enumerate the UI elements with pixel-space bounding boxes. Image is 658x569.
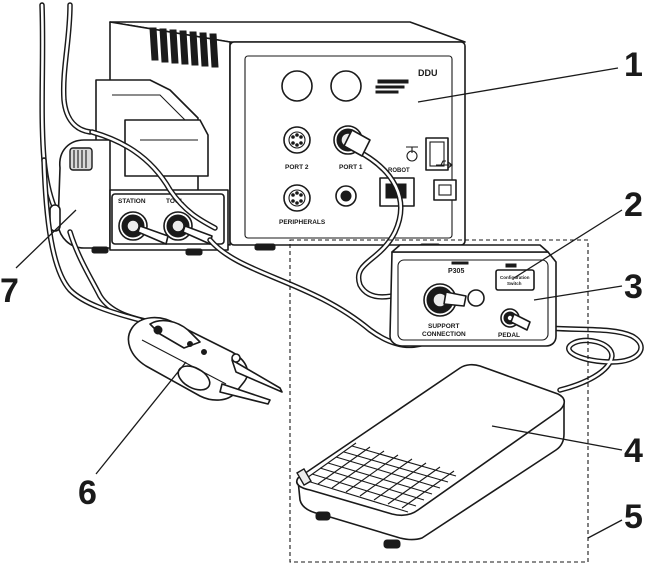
peripherals-label: PERIPHERALS — [279, 219, 326, 226]
handpiece — [127, 316, 283, 405]
p305-module: P305 Configuration Switch SUPPORT CONNEC… — [389, 244, 557, 347]
callout-4: 4 — [624, 432, 643, 470]
robot-label: ROBOT — [388, 168, 410, 174]
support-label-line2: CONNECTION — [422, 331, 466, 338]
tool-label: TOOL — [166, 198, 184, 205]
support-label-line1: SUPPORT — [428, 323, 459, 330]
stand-knob — [69, 147, 93, 171]
port-2-connector — [283, 126, 311, 154]
callout-leaders — [15, 67, 623, 539]
station-label: STATION — [118, 198, 146, 205]
callout-2: 2 — [624, 186, 643, 224]
interconnect-cables — [41, 129, 644, 393]
usb-port — [433, 179, 457, 201]
port-2-label: PORT 2 — [285, 164, 309, 171]
usb-icon — [436, 160, 453, 169]
foot-pedal — [295, 363, 566, 549]
callout-3: 3 — [624, 268, 643, 306]
kit-boundary — [289, 239, 589, 563]
vent-slots — [149, 27, 219, 68]
configuration-switch — [495, 269, 535, 291]
callout-5: 5 — [624, 498, 643, 536]
port-1-label: PORT 1 — [339, 164, 363, 171]
callout-6: 6 — [78, 474, 97, 512]
peripherals-connector — [283, 184, 311, 212]
config-switch-line2: Switch — [507, 281, 522, 286]
callout-1: 1 — [624, 46, 643, 84]
brand-label: DDU — [418, 68, 438, 78]
pedal-label: PEDAL — [498, 332, 520, 339]
ground-icon — [406, 146, 418, 162]
callout-7: 7 — [0, 272, 19, 310]
p305-model-label: P305 — [448, 268, 464, 275]
